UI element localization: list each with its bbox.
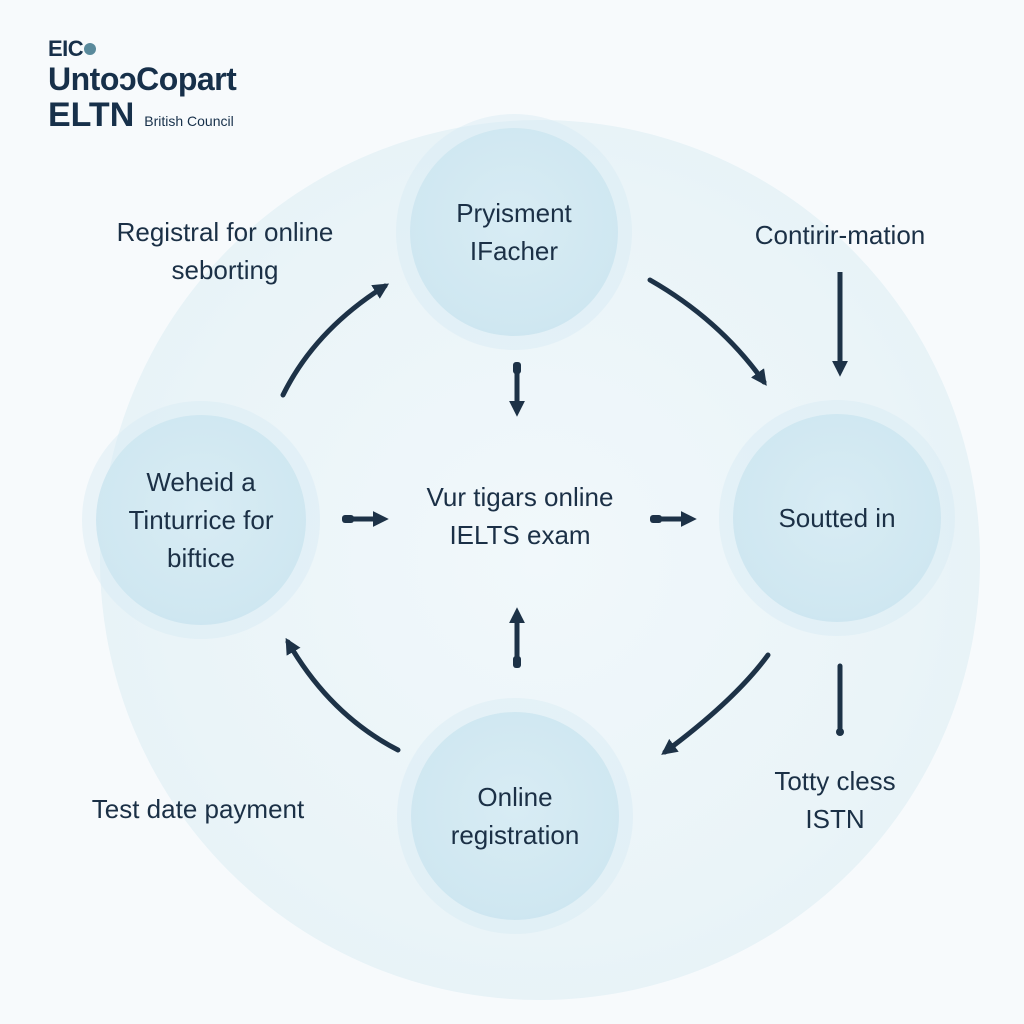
logo-line-3: ELTN British Council — [48, 96, 236, 135]
logo-line-1: EIC — [48, 36, 236, 62]
node-left: Weheid a Tinturrice for biftice — [96, 415, 306, 625]
label-top-right: Contirir-mation — [754, 220, 926, 250]
node-bottom-text: Online registration — [450, 782, 580, 850]
node-top-text: Pryisment IFacher — [456, 198, 572, 266]
arrow-bottom-up-tail — [513, 656, 521, 668]
label-bottom-right: Totty cless ISTN — [774, 766, 896, 834]
arrow-bottom-to-left — [285, 637, 401, 753]
logo-subtitle: British Council — [144, 113, 234, 129]
center-label: Vur tigars online IELTS exam — [426, 482, 614, 550]
node-right: Soutted in — [733, 414, 941, 622]
node-left-text: Weheid a Tinturrice for biftice — [128, 467, 274, 573]
label-bottom-left: Test date payment — [91, 794, 305, 824]
arrow-top-to-right — [647, 277, 767, 386]
arrow-center-to-right-tail — [650, 515, 662, 523]
node-top: Pryisment IFacher — [410, 128, 618, 336]
logo-eltn: ELTN — [48, 96, 135, 134]
logo-line-2: UntoↄCopart — [48, 61, 237, 97]
logo: EIC UntoↄCopart ELTN British Council — [48, 36, 237, 135]
logo-dot-icon — [84, 43, 97, 55]
arrow-left-to-center-tail — [342, 515, 354, 523]
arrow-right-to-bottom — [661, 652, 771, 755]
arrow-left-to-top — [280, 283, 390, 398]
bar-right-lower-end — [836, 728, 844, 736]
node-bottom: Online registration — [411, 712, 619, 920]
arrow-top-down-tail — [513, 362, 521, 374]
label-top-left: Registral for online seborting — [116, 217, 334, 285]
node-right-text: Soutted in — [778, 503, 896, 533]
